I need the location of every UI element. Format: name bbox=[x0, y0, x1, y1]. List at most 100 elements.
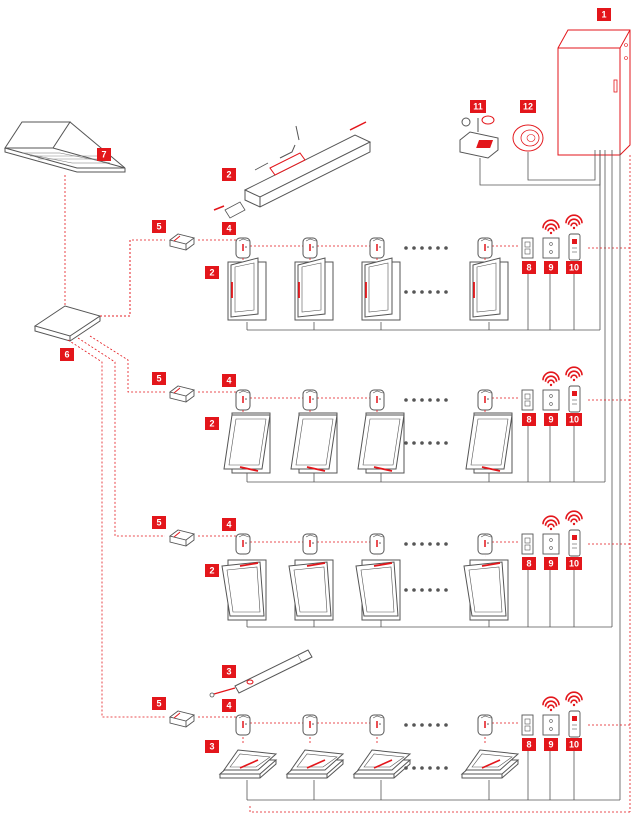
top-hung-window bbox=[465, 412, 513, 474]
svg-text:2: 2 bbox=[209, 268, 214, 278]
svg-text:8: 8 bbox=[526, 559, 531, 569]
svg-text:8: 8 bbox=[526, 263, 531, 273]
badge-chain-actuator: 2 bbox=[205, 417, 219, 430]
svg-text:8: 8 bbox=[526, 740, 531, 750]
window-module bbox=[477, 533, 493, 555]
svg-text:9: 9 bbox=[548, 559, 553, 569]
wifi-icon bbox=[542, 696, 560, 712]
window-module bbox=[369, 714, 385, 736]
badge-module: 4 bbox=[222, 518, 236, 531]
svg-text:10: 10 bbox=[569, 559, 579, 569]
svg-text:4: 4 bbox=[226, 520, 231, 530]
wall-switch bbox=[521, 714, 534, 736]
svg-text:2: 2 bbox=[226, 170, 231, 180]
svg-text:5: 5 bbox=[156, 699, 161, 709]
control-panel bbox=[557, 29, 631, 156]
svg-text:10: 10 bbox=[569, 263, 579, 273]
gateway-box bbox=[168, 710, 196, 728]
badge-linear-actuator: 3 bbox=[205, 740, 219, 753]
window-module bbox=[302, 533, 318, 555]
svg-text:5: 5 bbox=[156, 518, 161, 528]
svg-text:7: 7 bbox=[101, 150, 106, 160]
window-module bbox=[302, 237, 318, 259]
wireless-switch bbox=[542, 533, 560, 555]
badge-module: 4 bbox=[222, 699, 236, 712]
badge-gateway: 5 bbox=[152, 220, 166, 233]
weather-station bbox=[459, 115, 499, 159]
svg-text:5: 5 bbox=[156, 374, 161, 384]
window-module bbox=[369, 389, 385, 411]
wireless-switch bbox=[542, 714, 560, 736]
window-row: 5 4 3 8 9 10 bbox=[67, 150, 630, 801]
wifi-icon bbox=[565, 691, 583, 707]
roof-window bbox=[218, 749, 278, 779]
badge-remote: 10 bbox=[566, 261, 582, 274]
hub-to-gateway-line bbox=[89, 335, 165, 393]
svg-text:6: 6 bbox=[64, 350, 69, 360]
continuation-dots bbox=[404, 246, 448, 250]
svg-text:8: 8 bbox=[526, 415, 531, 425]
gateway-box bbox=[168, 233, 196, 251]
badge-wall-switch: 8 bbox=[522, 557, 536, 570]
svg-text:4: 4 bbox=[226, 224, 231, 234]
gateway-box bbox=[168, 385, 196, 403]
svg-text:5: 5 bbox=[156, 222, 161, 232]
svg-text:3: 3 bbox=[226, 667, 231, 677]
window-module bbox=[235, 714, 251, 736]
svg-text:9: 9 bbox=[548, 415, 553, 425]
continuation-dots bbox=[404, 398, 448, 402]
wifi-icon bbox=[542, 371, 560, 387]
continuation-dots bbox=[404, 290, 448, 294]
side-hung-window bbox=[361, 257, 401, 321]
window-module bbox=[302, 714, 318, 736]
wifi-icon bbox=[542, 515, 560, 531]
top-hung-window bbox=[223, 412, 271, 474]
window-module bbox=[477, 389, 493, 411]
tilt-window bbox=[221, 559, 267, 621]
badge-chain-actuator: 2 bbox=[205, 564, 219, 577]
window-module bbox=[235, 237, 251, 259]
badge-smoke-detector: 12 bbox=[520, 100, 536, 113]
hub-to-gateway-line bbox=[77, 337, 165, 537]
badge-linear-actuator: 3 bbox=[222, 665, 236, 678]
window-row: 5 4 2 8 9 10 bbox=[89, 150, 630, 483]
badge-wall-switch: 8 bbox=[522, 738, 536, 751]
badge-wireless-switch: 9 bbox=[544, 261, 558, 274]
wall-switch bbox=[521, 237, 534, 259]
badge-control-panel: 1 bbox=[597, 8, 611, 21]
wall-switch bbox=[521, 533, 534, 555]
chain-actuator bbox=[213, 121, 372, 219]
side-hung-window bbox=[469, 257, 509, 321]
window-module bbox=[369, 237, 385, 259]
tilt-window bbox=[288, 559, 334, 621]
badge-weather-station: 11 bbox=[470, 100, 486, 113]
svg-text:4: 4 bbox=[226, 376, 231, 386]
badge-chain-actuator: 2 bbox=[205, 266, 219, 279]
svg-text:4: 4 bbox=[226, 701, 231, 711]
continuation-dots bbox=[404, 441, 448, 445]
tilt-window bbox=[463, 559, 509, 621]
wireless-switch bbox=[542, 389, 560, 411]
window-module bbox=[235, 533, 251, 555]
window-row: 5 4 2 8 9 10 bbox=[100, 150, 630, 331]
wifi-icon bbox=[565, 214, 583, 230]
smoke-detector bbox=[512, 124, 544, 152]
gateway-box bbox=[168, 529, 196, 547]
badge-chain-actuator: 2 bbox=[222, 168, 236, 181]
wall-switch bbox=[521, 389, 534, 411]
wifi-icon bbox=[565, 510, 583, 526]
svg-text:9: 9 bbox=[548, 740, 553, 750]
window-module bbox=[302, 389, 318, 411]
side-hung-window bbox=[227, 257, 267, 321]
svg-text:9: 9 bbox=[548, 263, 553, 273]
badge-remote: 10 bbox=[566, 557, 582, 570]
window-module bbox=[477, 714, 493, 736]
top-hung-window bbox=[357, 412, 405, 474]
svg-text:3: 3 bbox=[209, 742, 214, 752]
continuation-dots bbox=[404, 542, 448, 546]
window-row: 5 4 2 8 9 10 bbox=[77, 150, 630, 628]
linear-actuator bbox=[209, 649, 313, 698]
badge-remote: 10 bbox=[566, 738, 582, 751]
